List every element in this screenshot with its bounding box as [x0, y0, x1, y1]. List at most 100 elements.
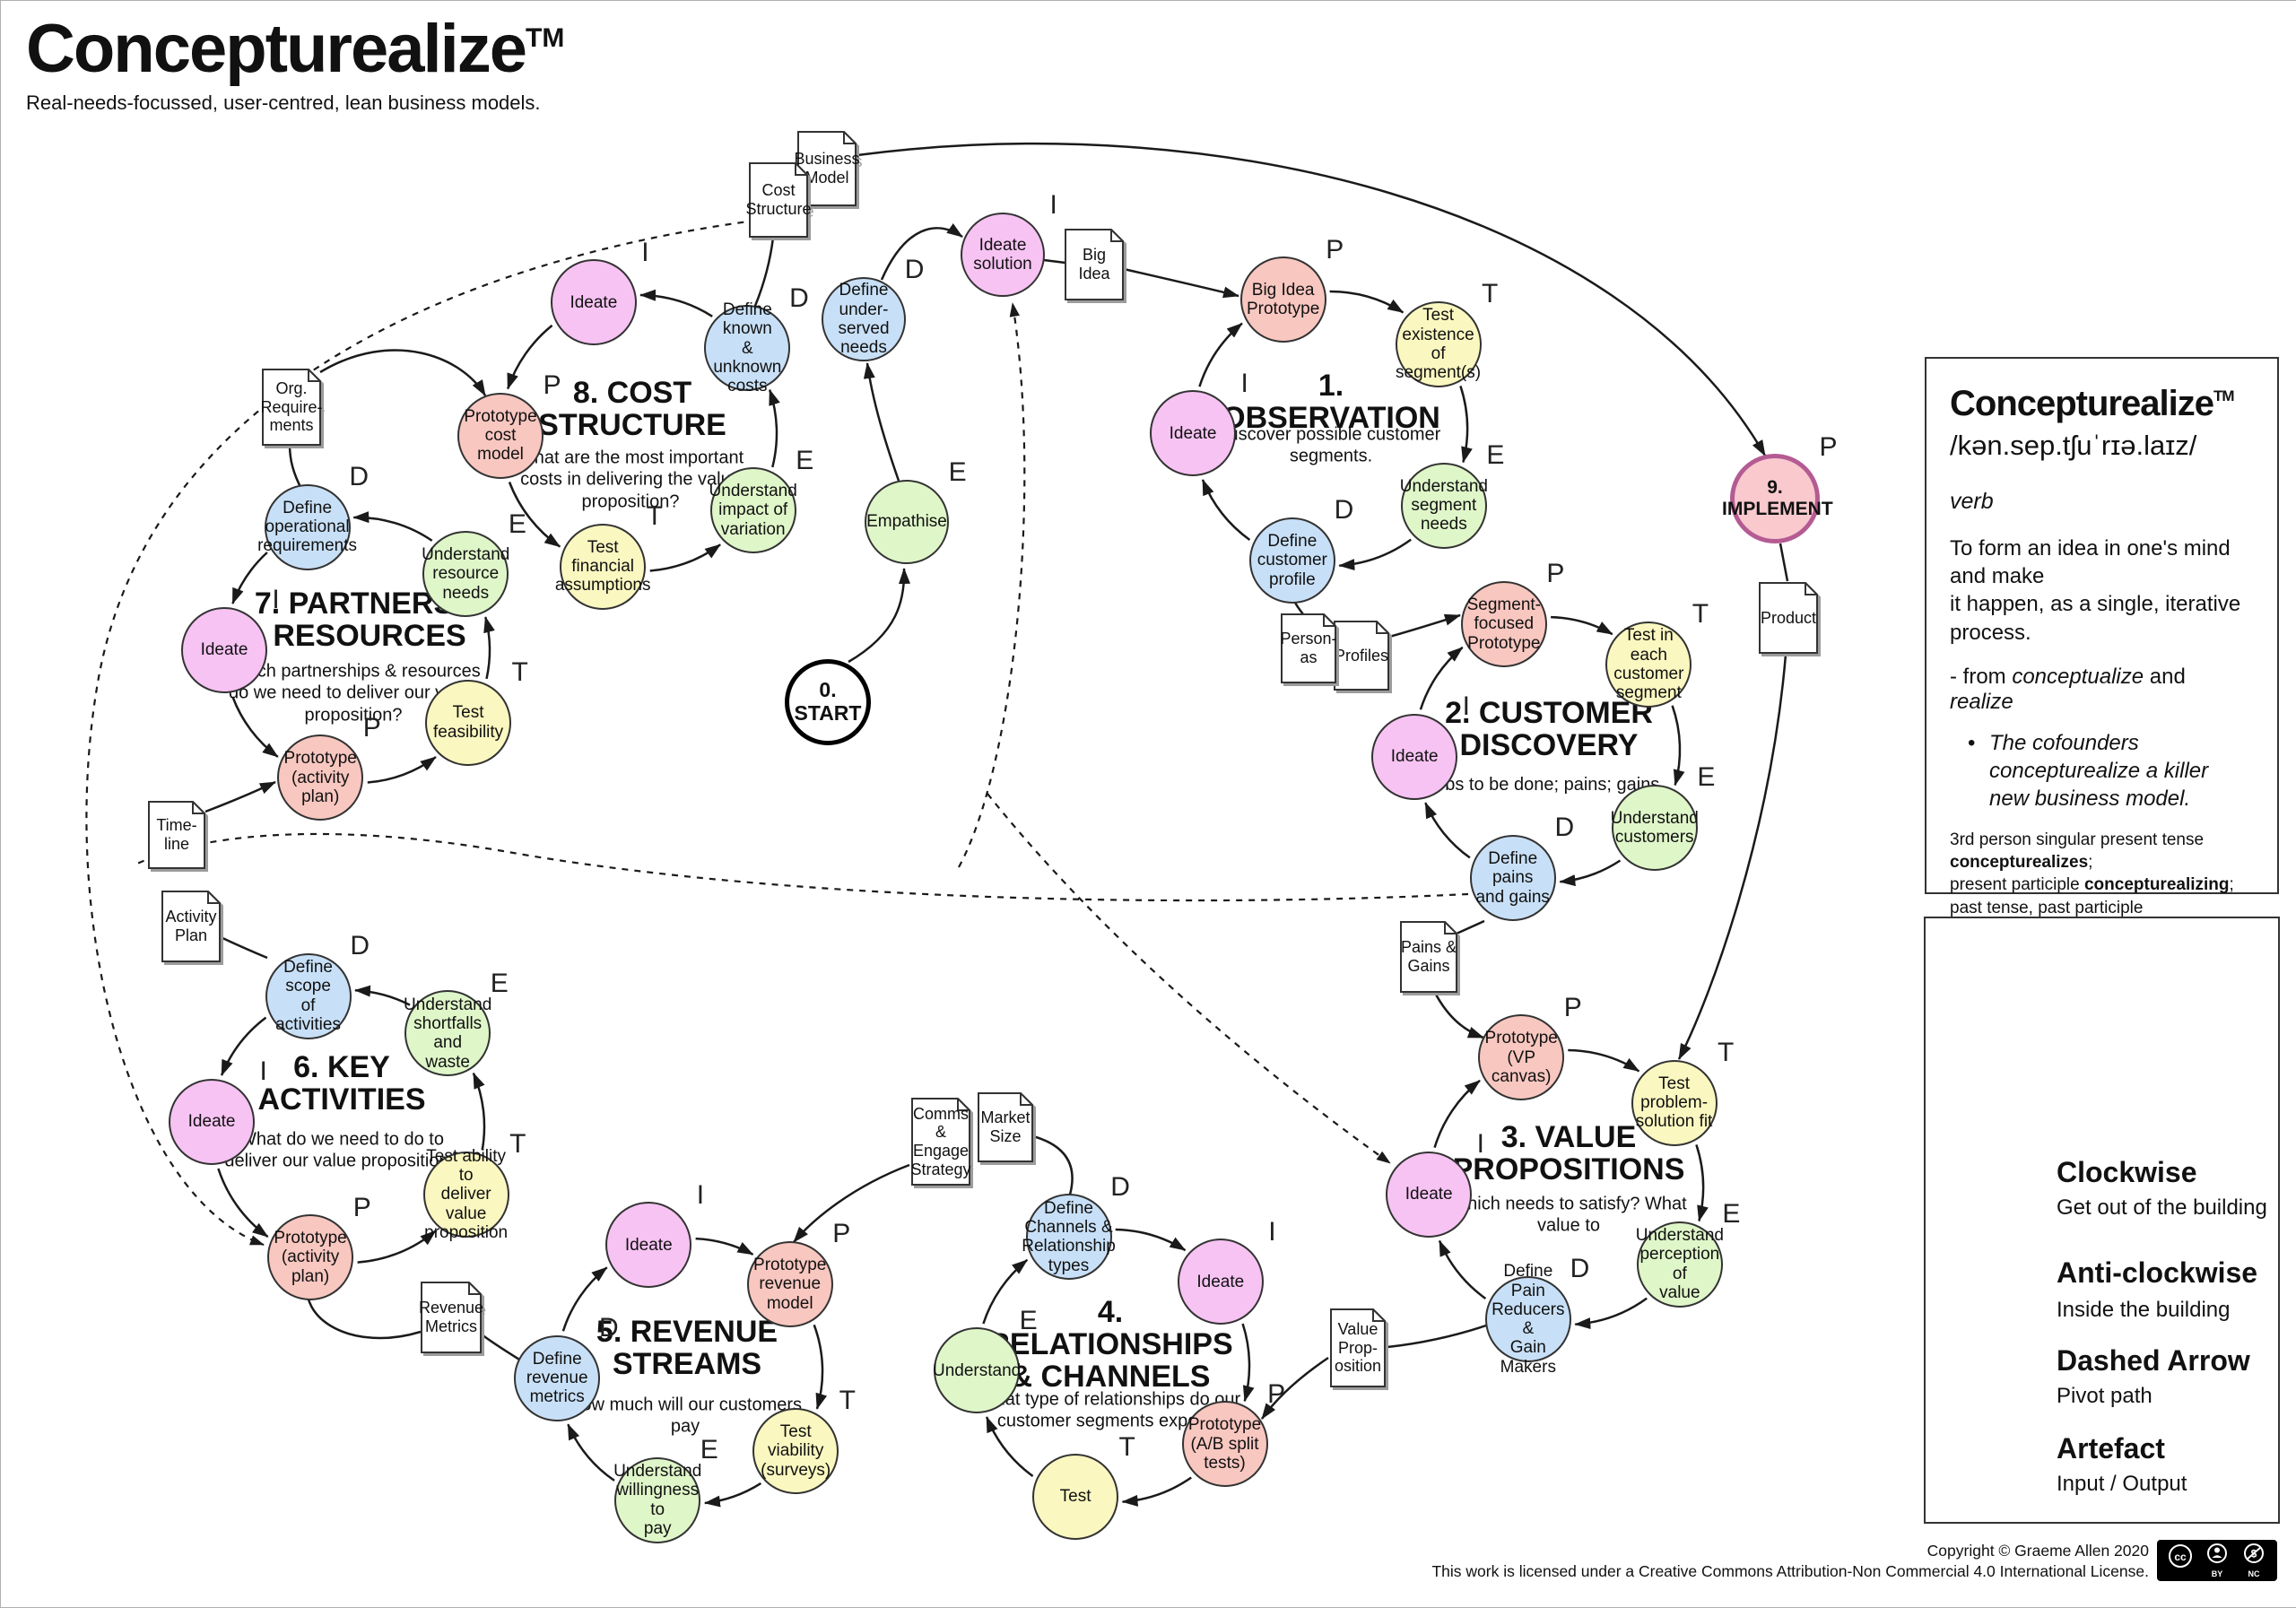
letter-value-propositions-test-problem-: T [1717, 1038, 1735, 1068]
letter-revenue-streams-test-viability: T [839, 1386, 856, 1416]
node-key-activities-understand-label: Understand shortfalls and waste [404, 995, 492, 1072]
artefact-value-proposition: Value Prop- osition [1330, 1307, 1387, 1387]
section-title-relationships-channels: 4. RELATIONSHIPS & CHANNELS [987, 1294, 1233, 1395]
node-observation-define-label: Define customer profile [1257, 532, 1327, 589]
edge-customer-discovery-cycle-0 [1551, 615, 1613, 636]
edge-cost-structure-cycle-2 [508, 482, 561, 548]
edge-revenue-streams-cycle-2 [703, 1482, 762, 1508]
artefact-product: Product [1759, 580, 1820, 654]
edge-product-to-test-problem-solution [1677, 654, 1787, 1060]
edge-revenue-streams-cycle-1 [813, 1324, 828, 1410]
edge-cost-structure-cycle-4 [769, 388, 780, 468]
node-observation-test-existence: Test existence of segment(s) [1395, 300, 1482, 387]
letter-partners-resources-test: T [511, 657, 528, 687]
trademark-mark: TM [526, 23, 565, 53]
artefact-profiles: Profiles [1334, 619, 1391, 691]
edge-partners-resources-cycle-4 [352, 511, 433, 542]
artefact-pains-gains-label: Pains & Gains [1400, 938, 1457, 975]
edge-customer-discovery-cycle-3 [1424, 802, 1471, 859]
edge-value-propositions-cycle-4 [1433, 1079, 1481, 1148]
section-title-key-activities: 6. KEY ACTIVITIES [257, 1049, 426, 1117]
cc-by-label: BY [2212, 1569, 2223, 1578]
edge-relationships-channels-cycle-3 [985, 1416, 1034, 1478]
cc-nc-label: NC [2248, 1569, 2260, 1578]
node-revenue-streams-understand: Understand willingness to pay [613, 1456, 702, 1543]
letter-implement: P [1819, 431, 1838, 462]
node-value-propositions-define-pain: Define Pain Reducers & Gain Makers [1484, 1262, 1571, 1377]
letter-partners-resources-ideate: I [272, 585, 280, 615]
edge-define-costs-to-cost-structure-doc [753, 237, 775, 307]
node-value-propositions-ideate-label: Ideate [1405, 1185, 1453, 1204]
section-subtitle-cost-structure: What are the most important costs in del… [517, 448, 744, 512]
edge-observation-cycle-2 [1338, 538, 1412, 571]
artefact-business-model-label: Business Model [794, 150, 860, 187]
letter-empathise: E [948, 457, 967, 488]
verb-form-line: present participle concepturealizing; [1950, 875, 2234, 895]
letter-relationships-channels-test: T [1118, 1431, 1135, 1462]
node-cost-structure-prototype-cost-label: Prototype cost model [464, 406, 537, 465]
letter-revenue-streams-define: D [598, 1313, 619, 1343]
node-revenue-streams-ideate: Ideate [605, 1202, 692, 1289]
edge-relationships-channels-cycle-1 [1241, 1323, 1255, 1403]
edge-cost-structure-cycle-3 [649, 543, 721, 572]
letter-partners-resources-understand: E [508, 508, 526, 539]
letter-relationships-channels-ideate: I [1268, 1216, 1276, 1247]
edge-observation-cycle-0 [1329, 290, 1405, 314]
node-relationships-channels-define-label: Define Channels & Relationship types [1022, 1198, 1116, 1275]
node-relationships-channels-test-label: Test [1059, 1487, 1091, 1507]
edge-value-propositions-cycle-2 [1574, 1297, 1648, 1330]
definition-panel: ConcepturealizeTM /kən.sep.tʃuˈrɪə.laɪz/… [1925, 357, 2279, 1152]
node-partners-resources-understand: Understand resource needs [422, 531, 509, 618]
example-sentence: The cofounders concepturealize a killer … [1989, 729, 2254, 813]
node-implement: 9. IMPLEMENT [1722, 454, 1833, 543]
node-empathise: Empathise [865, 480, 949, 564]
section-title-value-propositions: 3. VALUE PROPOSITIONS [1452, 1119, 1685, 1186]
artefact-timeline: Time-line [148, 799, 207, 869]
edge-define-pains-to-pains-gains [1456, 919, 1485, 935]
node-revenue-streams-define-label: Define revenue metrics [526, 1349, 588, 1407]
node-revenue-streams-ideate-label: Ideate [624, 1235, 673, 1255]
section-subtitle-relationships-channels: What type of relationships do our custom… [978, 1389, 1241, 1431]
edge-relationships-channels-cycle-0 [1115, 1228, 1187, 1252]
letter-revenue-streams-ideate: I [696, 1179, 705, 1210]
node-revenue-streams-prototype-label: Prototype revenue model [753, 1255, 827, 1313]
node-cost-structure-ideate-label: Ideate [570, 292, 618, 312]
node-customer-discovery-understand-label: Understand customers [1610, 808, 1699, 847]
node-cost-structure-prototype-cost: Prototype cost model [457, 392, 544, 479]
node-customer-discovery-test-in-each: Test in each customer segment [1605, 621, 1692, 708]
node-revenue-streams-test-viability: Test viability (surveys) [752, 1408, 839, 1495]
artefact-org-requirements-label: Org. Require- ments [260, 378, 323, 435]
edge-pivot-to-vp-ideate [987, 793, 1391, 1164]
legend-clockwise-label: Clockwise [2057, 1156, 2197, 1188]
legend-dashed-arrow-desc: Pivot path [2057, 1384, 2152, 1408]
letter-value-propositions-ideate: I [1476, 1129, 1484, 1160]
artefact-personas-label: Person- as [1280, 630, 1337, 666]
edge-key-activities-cycle-4 [354, 985, 411, 1006]
node-relationships-channels-ideate-label: Ideate [1196, 1272, 1245, 1291]
node-cost-structure-test-financial-label: Test financial assumptions [554, 537, 651, 595]
node-start-label: 0. START [794, 678, 862, 725]
edge-key-activities-cycle-2 [357, 1230, 437, 1264]
node-customer-discovery-segment--label: Segment- focused Prototype [1466, 595, 1541, 653]
edge-key-activities-cycle-0 [220, 1016, 267, 1076]
letter-relationships-channels-understand: E [1019, 1305, 1038, 1335]
edge-cost-structure-cycle-1 [507, 324, 553, 390]
letter-customer-discovery-test-in-each: T [1692, 599, 1709, 630]
node-empathise-label: Empathise [866, 512, 947, 532]
artefact-market-size: Market Size [978, 1091, 1035, 1162]
node-cost-structure-ideate: Ideate [550, 259, 637, 346]
edge-value-propositions-cycle-0 [1568, 1048, 1640, 1073]
node-revenue-streams-understand-label: Understand willingness to pay [613, 1462, 702, 1538]
edge-start-to-empathise [848, 568, 910, 664]
page-title: ConcepturealizeTM [26, 11, 565, 87]
node-partners-resources-ideate-label: Ideate [200, 640, 248, 660]
artefact-activity-plan: Activity Plan [161, 889, 222, 962]
legend-clockwise-desc: Get out of the building [2057, 1195, 2267, 1220]
artefact-big-idea: Big Idea [1065, 227, 1126, 300]
node-relationships-channels-understand: Understand [933, 1327, 1021, 1414]
node-partners-resources-ideate: Ideate [181, 607, 267, 693]
letter-observation-ideate: I [1240, 368, 1248, 398]
edge-customer-discovery-cycle-4 [1419, 646, 1464, 710]
node-observation-ideate: Ideate [1150, 390, 1237, 477]
node-relationships-channels-test: Test [1032, 1454, 1119, 1541]
